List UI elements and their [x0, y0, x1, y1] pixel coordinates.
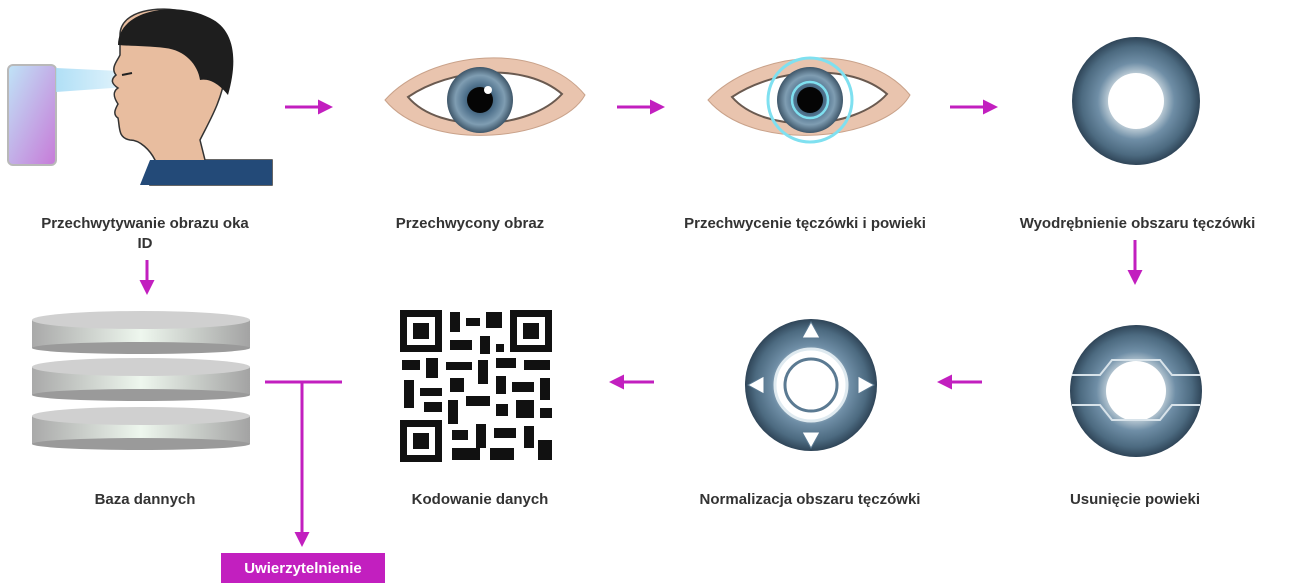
step-label-iris-eyelid-capture: Przechwycenie tęczówki i powieki — [640, 214, 970, 234]
eye-icon — [385, 58, 585, 135]
eye-iris-outline-icon — [708, 58, 910, 142]
step-label-eyelid-removal: Usunięcie powieki — [1020, 490, 1250, 510]
step-label-database: Baza dannych — [40, 490, 250, 510]
step-label-iris-normalization: Normalizacja obszaru tęczówki — [660, 490, 960, 510]
capture-label-line2: ID — [0, 234, 290, 254]
authentication-badge: Uwierzytelnienie — [221, 553, 385, 583]
iris-ring-masked-icon — [1070, 325, 1202, 457]
step-label-data-encoding: Kodowanie danych — [360, 490, 600, 510]
database-icon — [32, 311, 250, 450]
iris-normalize-arrows-icon — [745, 319, 877, 451]
authentication-label: Uwierzytelnienie — [244, 560, 362, 577]
step-label-captured-image: Przechwycony obraz — [340, 214, 600, 234]
qr-code-icon — [400, 310, 552, 462]
iris-ring-icon — [1072, 37, 1200, 165]
step-label-iris-extraction: Wyodrębnienie obszaru tęczówki — [985, 214, 1290, 234]
person-scanning-eye-icon — [8, 9, 272, 185]
capture-label-line1: Przechwytywanie obrazu oka — [0, 214, 290, 234]
step-label-capture: Przechwytywanie obrazu oka ID — [0, 214, 290, 254]
tablet-icon — [8, 65, 56, 165]
